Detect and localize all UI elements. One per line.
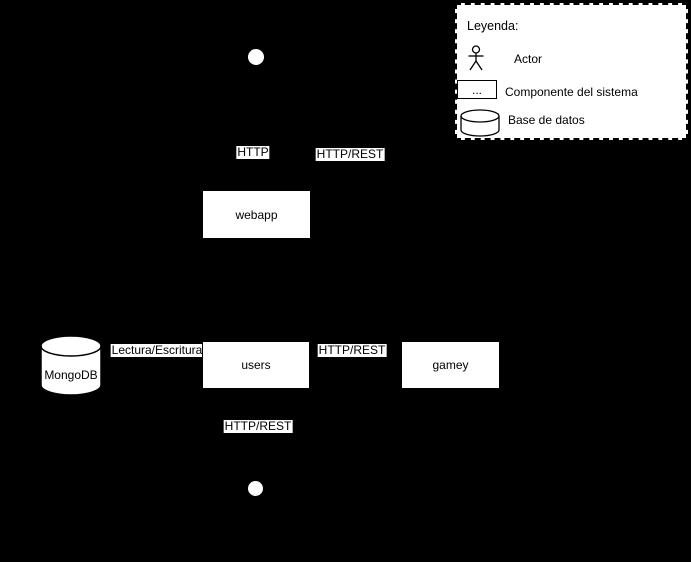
node-webapp[interactable]: webapp xyxy=(202,190,311,239)
legend-actor-label: Actor xyxy=(514,52,543,66)
node-gamey-label: gamey xyxy=(432,358,469,372)
actor-icon xyxy=(468,45,484,71)
node-gamey[interactable]: gamey xyxy=(401,341,500,389)
legend-title: Leyenda: xyxy=(467,19,519,33)
edge-label-http-rest-bottom[interactable]: HTTP/REST xyxy=(223,419,293,433)
database-cylinder-icon xyxy=(40,335,102,396)
component-icon-text: ... xyxy=(471,82,482,97)
node-mongodb[interactable]: MongoDB xyxy=(40,335,102,396)
component-icon: ... xyxy=(457,80,497,99)
node-webapp-label: webapp xyxy=(235,207,278,222)
actor-bottom-figure[interactable] xyxy=(248,481,263,496)
node-mongodb-label: MongoDB xyxy=(44,368,98,382)
actor-top-figure[interactable] xyxy=(248,49,264,65)
edge-label-http-rest-top[interactable]: HTTP/REST xyxy=(315,147,385,161)
node-users[interactable]: users xyxy=(202,341,310,389)
edge-label-lectura-escritura[interactable]: Lectura/Escritura xyxy=(110,343,204,357)
node-users-label: users xyxy=(241,358,271,372)
legend-box: Leyenda: Actor ... Componente del sistem… xyxy=(455,3,688,140)
edge-label-http[interactable]: HTTP xyxy=(236,145,270,159)
edge-label-http-rest-middle[interactable]: HTTP/REST xyxy=(317,343,387,357)
legend-database-label: Base de datos xyxy=(508,113,585,127)
database-icon xyxy=(460,109,500,137)
legend-component-label: Componente del sistema xyxy=(505,85,638,99)
